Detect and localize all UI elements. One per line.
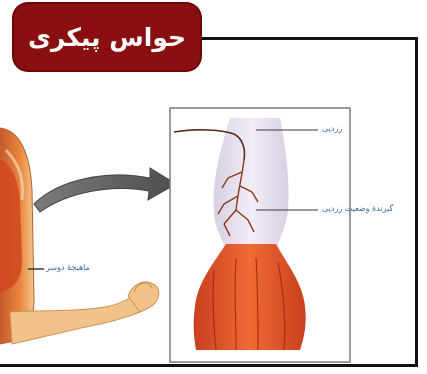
label-nerve: زردپی	[322, 124, 342, 133]
label-muscle: ماهیچهٔ دوسر	[46, 263, 90, 272]
magnify-arrow	[34, 168, 176, 212]
zoom-panel	[170, 108, 350, 362]
page-title: حواس پیکری	[14, 4, 200, 70]
label-receptor: گیرندهٔ وضعیت زردپی	[322, 204, 393, 213]
arm-illustration	[0, 128, 159, 344]
